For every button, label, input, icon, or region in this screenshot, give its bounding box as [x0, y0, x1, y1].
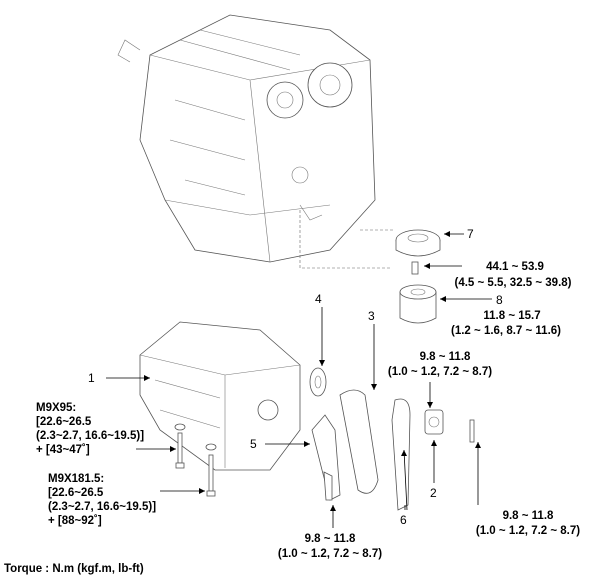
torque-guide-bolt-imperial: (1.0 ~ 1.2, 7.2 ~ 8.7) [278, 548, 382, 560]
bolt-m9x181-nm: [22.6~26.5 [48, 487, 104, 499]
part-number-6: 6 [400, 513, 407, 527]
part-number-8: 8 [496, 293, 503, 307]
bolt-m9x95-imperial: (2.3~2.7, 16.6~19.5)] [36, 430, 144, 442]
part-number-5: 5 [250, 437, 257, 451]
part-number-3: 3 [368, 309, 375, 323]
tensioner-arm-drawing [391, 398, 411, 511]
torque-tensioner-upper-imperial: (1.0 ~ 1.2, 7.2 ~ 8.7) [388, 366, 492, 378]
chain-tensioner-drawing [424, 409, 444, 435]
bolt-m9x181-size: M9X181.5: [48, 473, 104, 485]
torque-oil-pressure-switch-nm: 44.1 ~ 53.9 [486, 261, 544, 273]
torque-unit-note: Torque : N.m (kgf.m, lb-ft) [4, 563, 144, 575]
torque-tensioner-upper-nm: 9.8 ~ 11.8 [420, 351, 471, 363]
sprocket-drawing [309, 367, 327, 397]
torque-guide-bolt-nm: 9.8 ~ 11.8 [305, 533, 356, 545]
leader-lines [106, 231, 492, 528]
chain-guide-drawing [311, 414, 341, 501]
torque-oil-filter-imperial: (1.2 ~ 1.6, 8.7 ~ 11.6) [451, 325, 561, 337]
torque-tensioner-lower-imperial: (1.0 ~ 1.2, 7.2 ~ 8.7) [476, 525, 580, 537]
torque-oil-filter-nm: 11.8 ~ 15.7 [483, 310, 540, 322]
chain-drawing [339, 389, 379, 494]
part-number-7: 7 [467, 227, 474, 241]
bolt-m9x95-nm: [22.6~26.5 [36, 416, 92, 428]
bolts-drawing [174, 423, 217, 497]
engine-block-drawing [117, 14, 376, 263]
torque-tensioner-lower-nm: 9.8 ~ 11.8 [503, 510, 554, 522]
oil-pressure-switch-drawing [411, 261, 419, 275]
part-number-4: 4 [315, 292, 322, 306]
bolt-m9x95-angle: + [43~47˚] [36, 444, 90, 456]
part-number-1: 1 [88, 371, 95, 385]
oil-filter-drawing [399, 284, 437, 324]
part-number-2: 2 [430, 486, 437, 500]
bolt-m9x95-size: M9X95: [36, 402, 76, 414]
bolt-m9x181-angle: + [88~92˚] [48, 515, 102, 527]
balance-shaft-module-drawing [139, 321, 301, 471]
bolt-m9x181-imperial: (2.3~2.7, 16.6~19.5)] [48, 501, 156, 513]
oil-cooler-drawing [395, 229, 441, 257]
torque-oil-pressure-switch-imperial: (4.5 ~ 5.5, 32.5 ~ 39.8) [455, 277, 572, 289]
